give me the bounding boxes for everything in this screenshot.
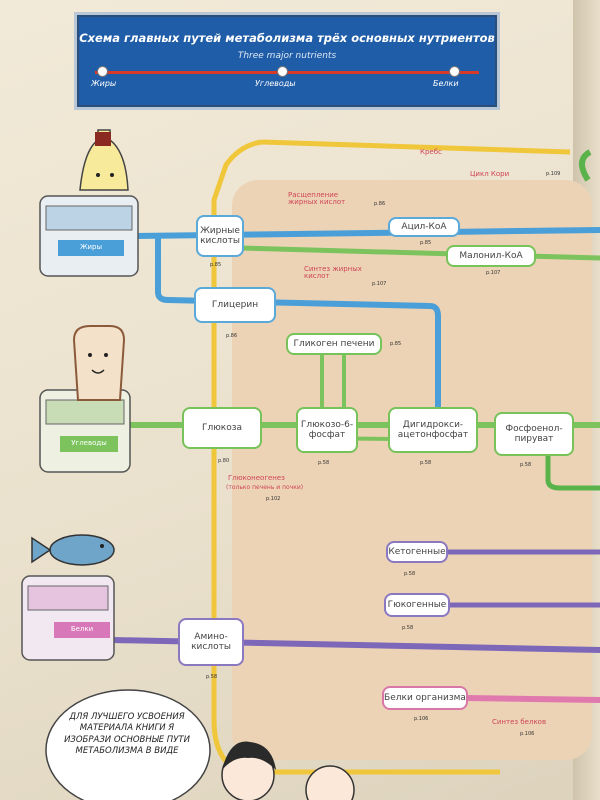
- train-label-carbs: Углеводы: [71, 439, 107, 447]
- protein-synthesis-page: p.106: [520, 731, 535, 737]
- dhap-page: p.58: [420, 460, 432, 466]
- cori-cycle-page: p.109: [546, 171, 561, 177]
- fish-character: [31, 534, 115, 566]
- fat-breakdown-page: p.86: [374, 201, 386, 207]
- title-box: Схема главных путей метаболизма трёх осн…: [74, 12, 500, 110]
- legend-dot-carbs: [277, 66, 288, 77]
- body-proteins-page: p.106: [414, 716, 429, 722]
- speech-bubble-text: ДЛЯ ЛУЧШЕГО УСВОЕНИЯ МАТЕРИАЛА КНИГИ Я И…: [64, 712, 190, 757]
- glycogen-page: p.85: [390, 341, 402, 347]
- amino-acids-page: p.58: [206, 674, 218, 680]
- krebs-label: Кребс: [420, 148, 442, 156]
- fatty-acids-page: p.85: [210, 262, 222, 268]
- legend-label-proteins: Белки: [433, 79, 459, 88]
- malonyl-coa-page: p.107: [486, 270, 501, 276]
- glucose-page: p.80: [218, 458, 230, 464]
- gluconeogenesis-label: Глюконеогенез: [228, 474, 285, 482]
- map-title: Схема главных путей метаболизма трёх осн…: [79, 31, 495, 45]
- pep-page: p.58: [520, 462, 532, 468]
- g6p-page: p.58: [318, 460, 330, 466]
- train-label-fats: Жиры: [79, 243, 103, 251]
- station-glucogenic[interactable]: Гюкогенные: [384, 593, 450, 617]
- gluconeogenesis-page: p.102: [266, 496, 281, 502]
- map-subtitle: Three major nutrients: [237, 51, 337, 61]
- fat-breakdown-label: Расщепление жирных кислот: [288, 191, 346, 207]
- protein-synthesis-label: Синтез белков: [492, 718, 547, 726]
- station-malonyl-coa[interactable]: Малонил-КоА: [446, 245, 536, 267]
- fat-synthesis-page: p.107: [372, 281, 387, 287]
- speech-bubble: [45, 689, 211, 800]
- station-pep[interactable]: Фосфоенол-пируват: [494, 412, 574, 456]
- green-loop-right: [579, 149, 592, 182]
- carb-train: [39, 389, 131, 473]
- station-dhap[interactable]: Дигидрокси-ацетонфосфат: [388, 407, 478, 453]
- station-liver-glycogen[interactable]: Гликоген печени: [286, 333, 382, 355]
- legend-dot-proteins: [449, 66, 460, 77]
- station-glycerol[interactable]: Глицерин: [194, 287, 276, 323]
- carb-exit-line: [545, 450, 600, 491]
- glycerol-page: p.86: [226, 333, 238, 339]
- cori-cycle-label: Цикл Кори: [470, 170, 510, 178]
- protein-train: [21, 575, 115, 661]
- station-glucose[interactable]: Глюкоза: [182, 407, 262, 449]
- fat-train: [39, 195, 139, 277]
- boy-character: [305, 765, 355, 800]
- liver-zone: [232, 180, 592, 760]
- legend-label-fats: Жиры: [91, 79, 117, 88]
- train-label-proteins: Белки: [70, 625, 94, 633]
- legend-label-carbs: Углеводы: [255, 79, 296, 88]
- glycerol-branch-line: [155, 238, 441, 410]
- station-glucose-6-phosphate[interactable]: Глюкозо-6-фосфат: [296, 407, 358, 453]
- bread-character: [72, 325, 126, 401]
- station-acyl-coa[interactable]: Ацил-КоА: [388, 217, 460, 237]
- glucogenic-page: p.58: [402, 625, 414, 631]
- acyl-coa-page: p.85: [420, 240, 432, 246]
- station-fatty-acids[interactable]: Жирные кислоты: [196, 215, 244, 257]
- legend-dot-fats: [97, 66, 108, 77]
- fat-synthesis-label: Синтез жирных кислот: [304, 265, 362, 281]
- ketogenic-page: p.58: [404, 571, 416, 577]
- station-body-proteins[interactable]: Белки организма: [382, 686, 468, 710]
- protein-synthesis-line: [465, 695, 600, 703]
- station-ketogenic[interactable]: Кетогенные: [386, 541, 448, 563]
- oil-bottle-character: [79, 129, 129, 191]
- fat-synthesis-line: [239, 245, 600, 261]
- krebs-line-top: [261, 139, 571, 155]
- gluconeogenesis-note: (только печень и почки): [226, 484, 304, 491]
- station-amino-acids[interactable]: Амино-кислоты: [178, 618, 244, 666]
